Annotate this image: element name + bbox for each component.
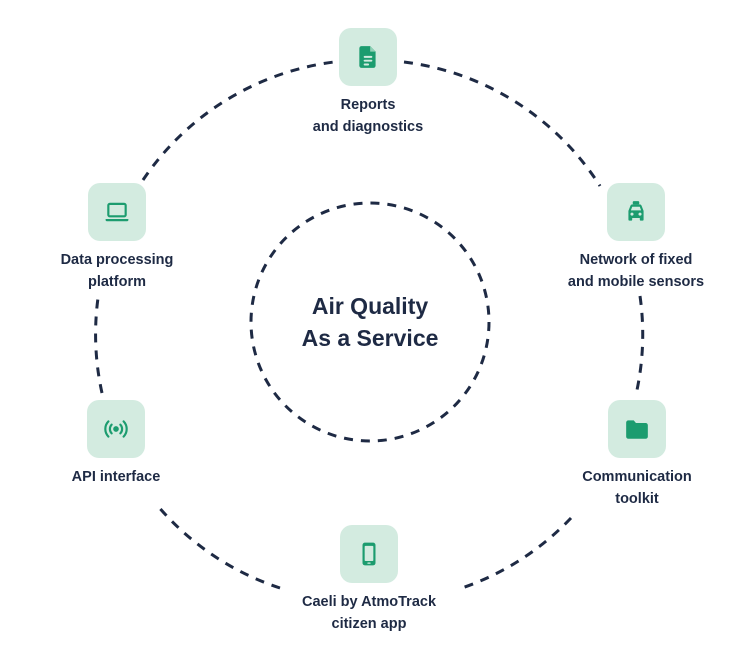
node-sensors: Network of fixed and mobile sensors bbox=[536, 183, 736, 293]
api-icon-tile bbox=[87, 400, 145, 458]
toolkit-icon-tile bbox=[608, 400, 666, 458]
center-dashed-circle bbox=[249, 201, 491, 443]
citizen-app-icon-tile bbox=[340, 525, 398, 583]
document-icon bbox=[359, 46, 376, 68]
node-label-toolkit: Communication toolkit bbox=[582, 469, 692, 507]
connector-reports-sensors bbox=[403, 60, 602, 187]
node-label-api: API interface bbox=[71, 469, 161, 485]
connector-app-api bbox=[155, 504, 281, 590]
node-platform: Data processing platform bbox=[17, 183, 217, 293]
platform-icon-tile bbox=[88, 183, 146, 241]
node-label-platform: Data processing platform bbox=[60, 252, 174, 290]
sensors-icon-tile bbox=[607, 183, 665, 241]
node-citizen-app: Caeli by AtmoTrack citizen app bbox=[269, 525, 469, 635]
connector-sensors-toolkit bbox=[635, 295, 645, 391]
node-reports: Reports and diagnostics bbox=[268, 28, 468, 138]
car-icon bbox=[628, 201, 644, 221]
laptop-icon bbox=[105, 202, 129, 222]
node-label-citizen-app: Caeli by AtmoTrack citizen app bbox=[301, 594, 437, 632]
folder-icon bbox=[626, 420, 648, 439]
broadcast-icon bbox=[104, 420, 128, 438]
node-toolkit: Communication toolkit bbox=[537, 400, 737, 510]
reports-icon-tile bbox=[339, 28, 397, 86]
smartphone-icon bbox=[362, 542, 376, 566]
center-title: Air Quality As a Service bbox=[301, 293, 439, 351]
node-api: API interface bbox=[16, 400, 216, 488]
connector-toolkit-app bbox=[461, 516, 573, 590]
node-label-sensors: Network of fixed and mobile sensors bbox=[567, 252, 705, 290]
node-label-reports: Reports and diagnostics bbox=[312, 97, 424, 135]
connector-api-platform bbox=[94, 297, 104, 394]
